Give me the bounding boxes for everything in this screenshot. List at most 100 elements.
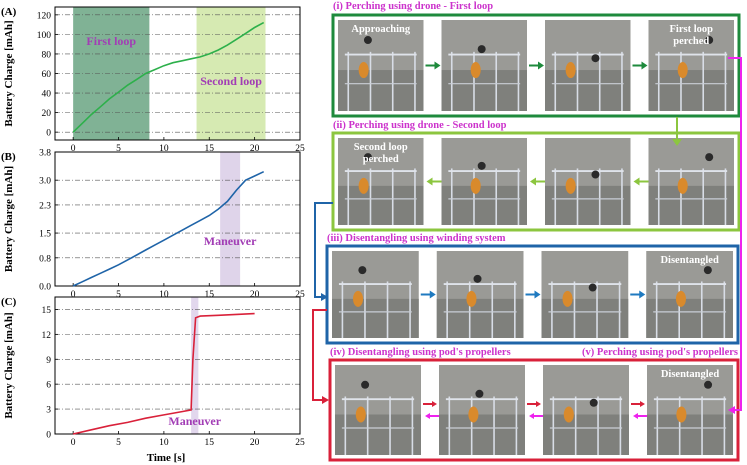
x-tick-label: 25 <box>295 290 305 300</box>
arrow-left <box>425 413 439 419</box>
y-tick-label: 40 <box>42 90 52 100</box>
y-tick-label: 100 <box>37 31 52 41</box>
connector-blue-head <box>321 293 328 301</box>
y-axis-label: Battery Charge [mAh] <box>3 312 15 418</box>
x-tick-label: 10 <box>159 144 169 154</box>
photo-label: Disentangled <box>661 369 720 380</box>
x-tick-label: 25 <box>295 144 305 154</box>
photo-frame: Approaching <box>338 20 424 111</box>
x-tick-label: 20 <box>250 438 260 448</box>
x-tick-label: 15 <box>205 438 215 448</box>
drone-shape <box>588 283 597 292</box>
photo-floor <box>648 185 734 225</box>
pod-shape <box>470 177 481 194</box>
drone-shape <box>705 36 714 45</box>
arrow-right <box>631 401 645 407</box>
photo-frame: Disentangled <box>646 251 733 338</box>
x-tick-label: 0 <box>71 438 76 448</box>
photo-floor <box>338 185 424 225</box>
x-tick-label: 20 <box>250 144 260 154</box>
drone-shape <box>705 153 714 162</box>
x-tick-label: 15 <box>205 144 215 154</box>
y-tick-label: 2.3 <box>39 201 51 211</box>
photo-panel-3: (iii) Disentangling using winding system… <box>325 233 740 345</box>
photo-floor <box>648 70 734 111</box>
photo-frame <box>545 20 631 111</box>
pod-shape <box>470 62 481 79</box>
photo-floor <box>332 298 419 338</box>
y-tick-label: 3.8 <box>39 149 51 159</box>
x-tick-label: 15 <box>205 290 215 300</box>
panel-letter: (B) <box>1 151 16 163</box>
y-tick-label: 9 <box>46 356 51 366</box>
pod-shape <box>355 406 366 423</box>
pod-shape <box>358 62 369 79</box>
photo-panel-1: (i) Perching using drone - First loopApp… <box>331 1 741 118</box>
region-label: Maneuver <box>204 234 257 248</box>
arrow-head <box>529 413 534 419</box>
arrow-left <box>529 413 543 419</box>
series-line <box>72 170 265 287</box>
pod-shape <box>565 177 576 194</box>
photo-floor <box>439 414 525 455</box>
y-tick-label: 6 <box>46 381 51 391</box>
arrow-right <box>630 290 646 299</box>
x-tick-label: 0 <box>71 144 76 154</box>
photo-frame <box>439 365 525 455</box>
connector-red-head <box>322 396 329 404</box>
plot-frame <box>54 296 301 435</box>
arrow-head <box>639 290 646 299</box>
photo-floor <box>338 70 424 111</box>
y-tick-label: 20 <box>42 109 52 119</box>
pod-shape <box>675 290 686 307</box>
pod-shape <box>466 290 477 307</box>
y-axis-label: Battery Charge [mAh] <box>3 166 15 272</box>
y-tick-label: 60 <box>42 70 52 80</box>
photo-label: First loop <box>670 24 714 35</box>
connector-magenta <box>728 57 742 411</box>
x-tick-label: 25 <box>295 438 305 448</box>
arrow-head <box>429 290 436 299</box>
y-tick-label: 0.8 <box>39 254 51 264</box>
photo-floor <box>647 414 733 455</box>
x-tick-label: 5 <box>116 290 121 300</box>
arrow-right <box>423 401 437 407</box>
photo-frame <box>441 20 527 111</box>
pod-shape <box>353 290 364 307</box>
region-label: First loop <box>86 34 136 48</box>
pod-shape <box>563 406 574 423</box>
drone-shape <box>358 266 367 275</box>
x-tick-label: 10 <box>159 290 169 300</box>
photo-floor <box>441 185 527 225</box>
photo-frame <box>332 251 419 338</box>
arrow-head <box>640 401 645 407</box>
drone-shape <box>473 274 482 283</box>
photo-frame <box>648 138 734 225</box>
connector-magenta-head <box>728 406 735 414</box>
pod-shape <box>677 177 688 194</box>
photo-floor <box>646 298 733 338</box>
pod-shape <box>468 406 479 423</box>
photo-panel-2: (ii) Perching using drone - Second loopS… <box>331 120 741 232</box>
photo-frame <box>545 138 631 225</box>
photo-frame: Disentangled <box>647 365 733 455</box>
drone-shape <box>361 380 370 389</box>
photo-floor <box>335 414 421 455</box>
photo-frame <box>543 365 629 455</box>
shaded-region <box>191 297 199 434</box>
drone-shape <box>475 389 484 398</box>
y-tick-label: 3 <box>46 406 51 416</box>
x-tick-label: 20 <box>250 290 260 300</box>
pod-shape <box>677 62 688 79</box>
photo-label: perched <box>363 154 399 165</box>
photo-panel-title: (i) Perching using drone - First loop <box>333 1 493 12</box>
x-tick-label: 0 <box>71 290 76 300</box>
y-tick-label: 0 <box>46 431 51 441</box>
photo-frame <box>541 251 629 338</box>
arrow-head <box>534 290 541 299</box>
region-label: Maneuver <box>168 414 221 428</box>
